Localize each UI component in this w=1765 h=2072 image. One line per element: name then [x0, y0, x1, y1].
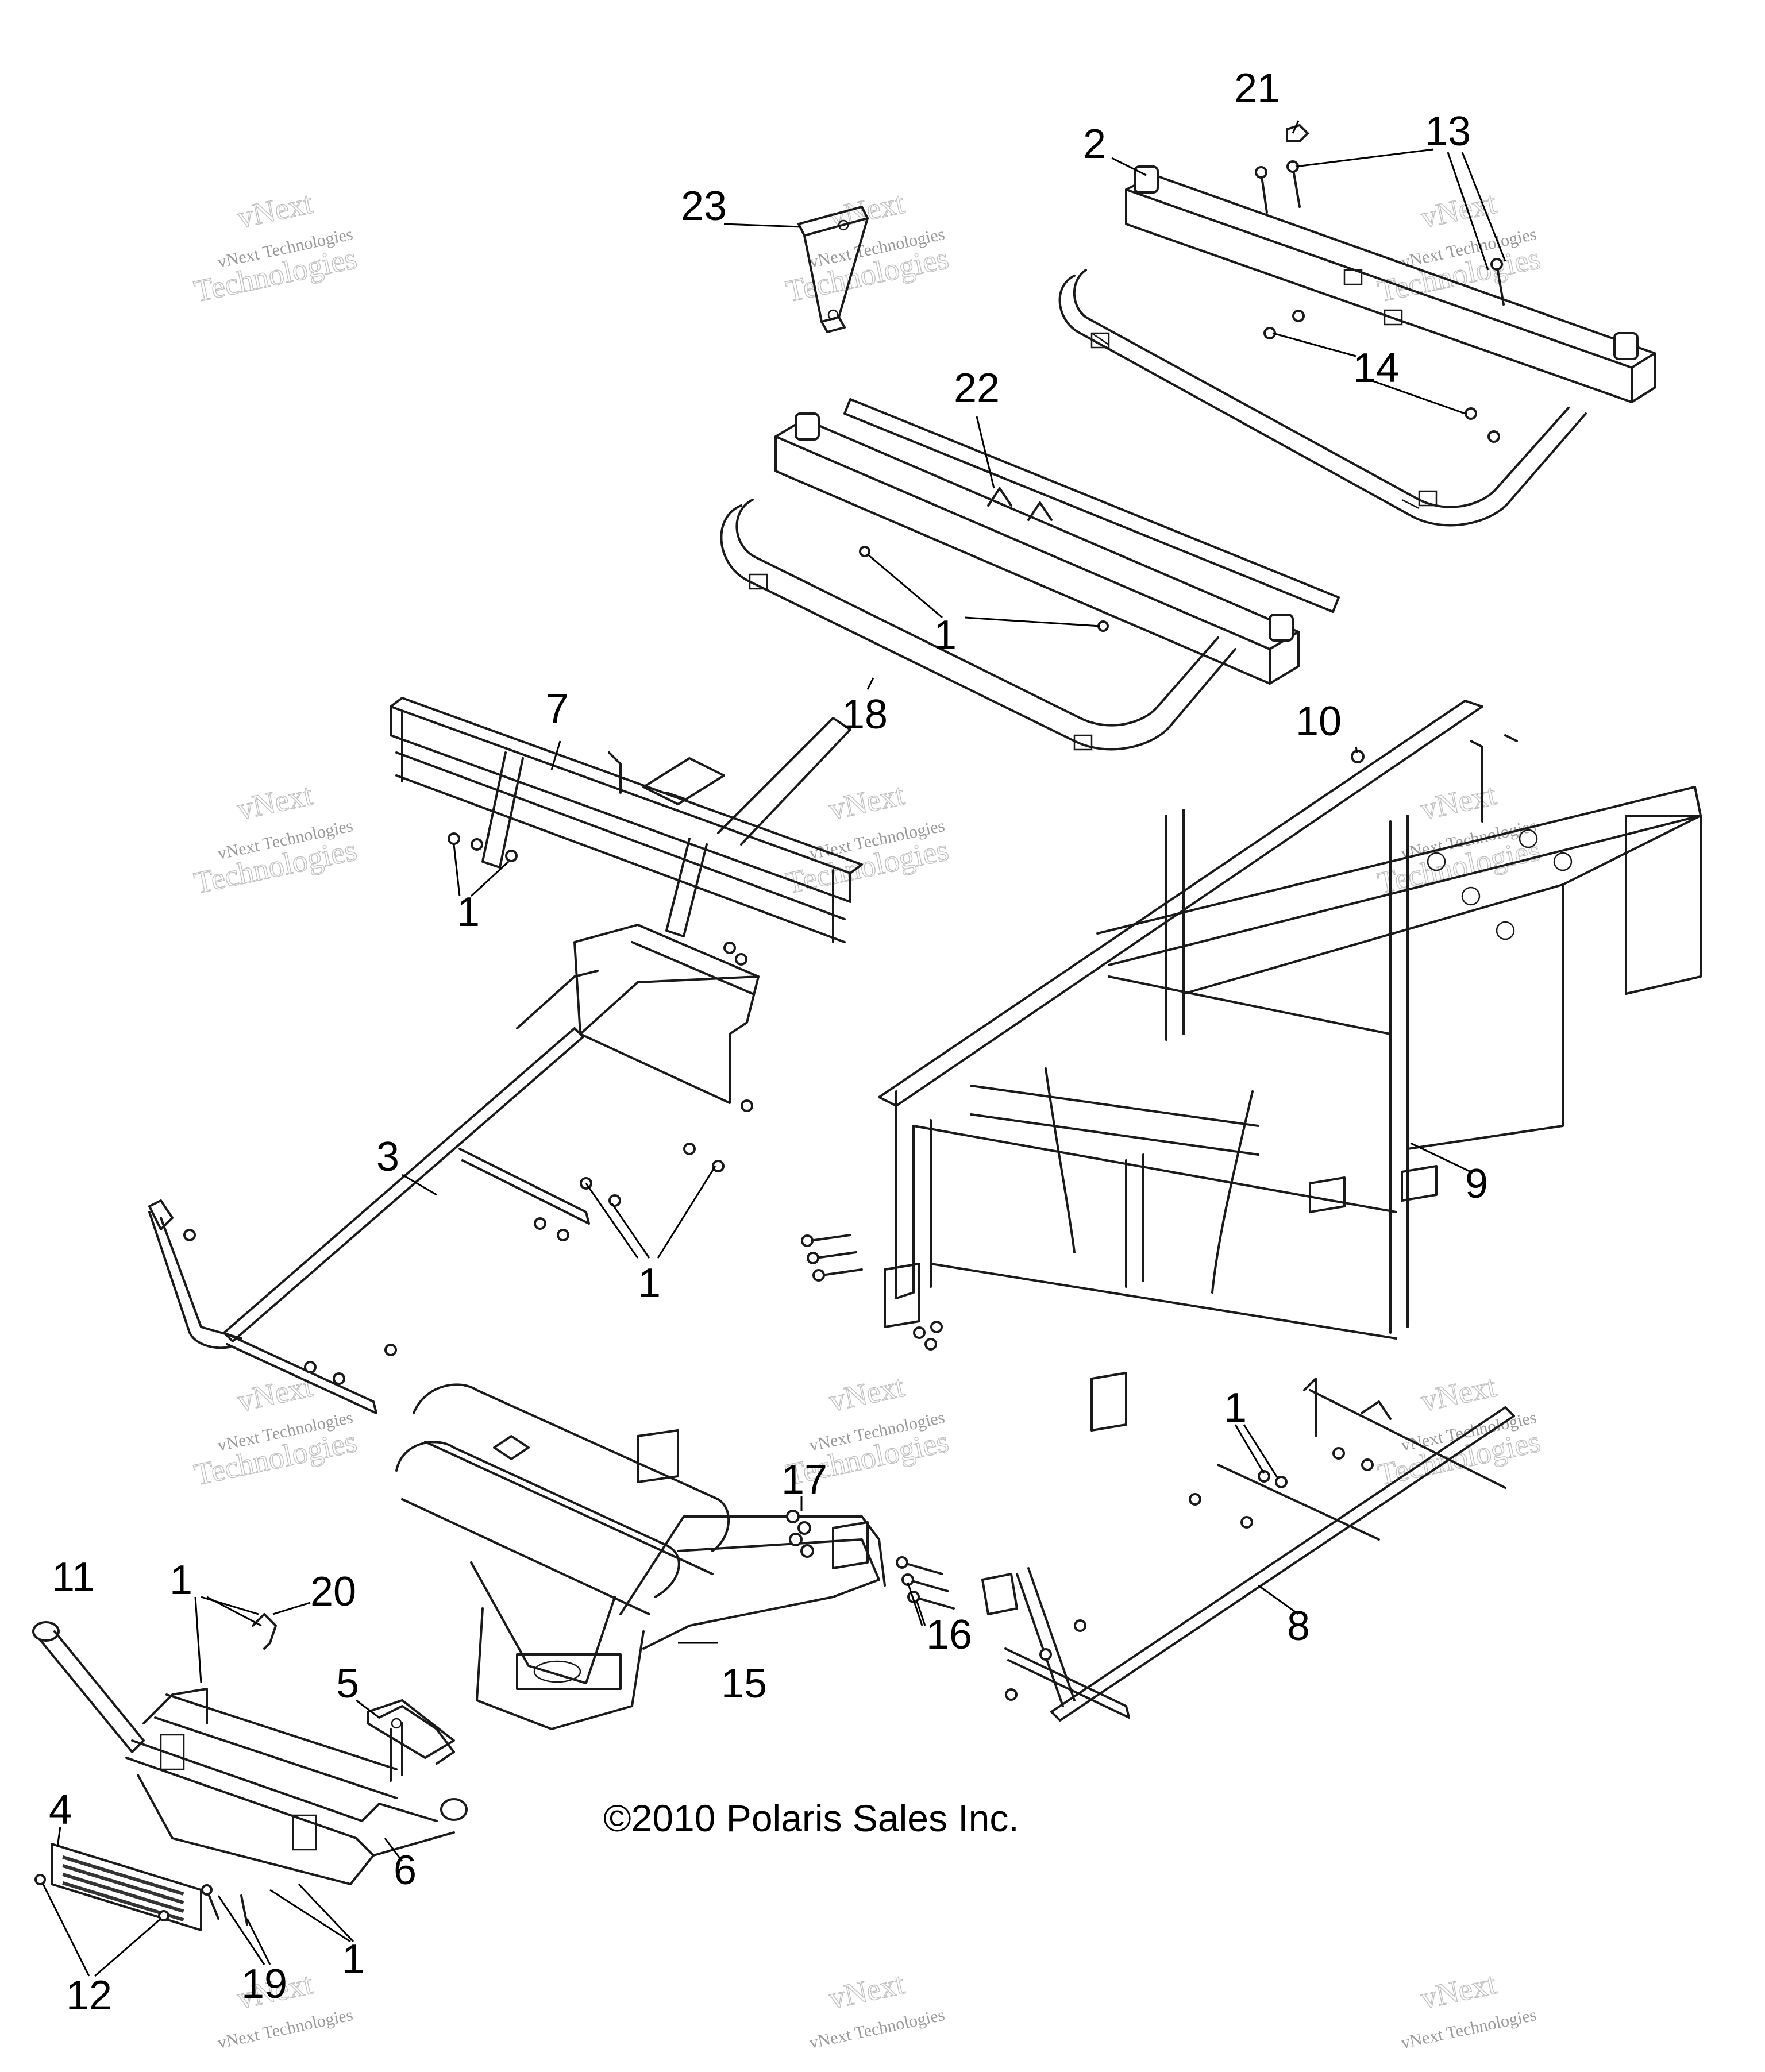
part-14-nuts — [1263, 310, 1500, 443]
svg-text:vNext Technologies: vNext Technologies — [1400, 2005, 1538, 2052]
part-8-side-rail — [981, 1378, 1515, 1722]
callout-7: 7 — [546, 686, 569, 732]
callout-1: 1 — [169, 1557, 192, 1603]
callout-1: 1 — [457, 889, 480, 935]
watermark: vNext vNext Technologies — [808, 1966, 946, 2052]
part-11-bumper-tube — [32, 1621, 145, 1753]
leader-lines — [42, 120, 1506, 1977]
callout-6: 6 — [394, 1847, 417, 1893]
callout-3: 3 — [376, 1134, 399, 1180]
callout-2: 2 — [1083, 121, 1106, 167]
connector-bolts — [801, 1234, 943, 1351]
part-9-main-frame — [878, 700, 1702, 1432]
watermarks: vNext vNext Technologies Technologies vN… — [191, 185, 1544, 2052]
part-5-bracket — [367, 1699, 455, 1765]
part-15-front-frame — [395, 1383, 886, 1730]
part-22-strip — [843, 398, 1340, 613]
callout-12: 12 — [66, 1973, 112, 2019]
callout-1: 1 — [342, 1936, 365, 1982]
part-20-fastener — [252, 1613, 277, 1650]
watermark: vNext vNext Technologies Technologies — [1374, 1368, 1544, 1492]
callout-20: 20 — [310, 1569, 356, 1615]
part-12-screws — [34, 1874, 169, 1921]
watermark: vNext vNext Technologies Technologies — [1374, 185, 1544, 309]
callout-labels: 21 13 2 23 14 22 1 18 7 10 1 3 9 1 1 17 … — [49, 65, 1488, 2019]
callout-14: 14 — [1353, 345, 1399, 391]
part-2-seat-base — [1058, 165, 1656, 527]
svg-text:vNext: vNext — [826, 777, 908, 827]
callout-5: 5 — [336, 1661, 359, 1707]
watermark: vNext vNext Technologies Technologies — [191, 185, 360, 309]
part-21-nut — [1286, 124, 1309, 142]
grille-slots — [62, 1855, 184, 1922]
part-18-seat-base — [720, 412, 1300, 751]
svg-text:vNext: vNext — [1418, 1966, 1500, 2016]
svg-text:vNext: vNext — [826, 1966, 908, 2016]
callout-17: 17 — [781, 1457, 827, 1503]
part-17-nuts — [786, 1510, 814, 1558]
svg-text:vNext: vNext — [1418, 1369, 1500, 1418]
svg-text:vNext Technologies: vNext Technologies — [216, 2005, 354, 2052]
part-4-grille — [51, 1843, 202, 1931]
callout-23: 23 — [681, 183, 727, 229]
watermark: vNext vNext Technologies Technologies — [1374, 777, 1544, 901]
callout-18: 18 — [842, 692, 888, 738]
callout-16: 16 — [926, 1612, 972, 1658]
callout-10: 10 — [1296, 699, 1342, 744]
watermark: vNext vNext Technologies Technologies — [191, 777, 360, 901]
svg-text:vNext Technologies: vNext Technologies — [808, 2005, 946, 2052]
callout-19: 19 — [241, 1961, 287, 2007]
callout-21: 21 — [1234, 65, 1280, 111]
watermark: vNext vNext Technologies — [1400, 1966, 1538, 2052]
part-7-seat-support — [390, 697, 863, 966]
callout-4: 4 — [49, 1787, 72, 1833]
callout-13: 13 — [1425, 109, 1471, 155]
watermark: vNext vNext Technologies Technologies — [783, 777, 952, 901]
part-13-bolts — [1255, 160, 1505, 306]
callout-1: 1 — [934, 612, 957, 658]
callout-22: 22 — [954, 365, 1000, 411]
callout-15: 15 — [721, 1661, 767, 1707]
part-19-clips — [201, 1884, 248, 1926]
callout-1: 1 — [1224, 1385, 1247, 1431]
callout-1: 1 — [638, 1260, 661, 1306]
part-16-bolts — [896, 1556, 955, 1610]
svg-text:vNext: vNext — [234, 777, 316, 827]
svg-text:vNext: vNext — [1418, 777, 1500, 827]
svg-text:vNext: vNext — [234, 1369, 316, 1418]
svg-text:vNext: vNext — [1418, 186, 1500, 235]
callout-9: 9 — [1465, 1161, 1488, 1207]
part-3-side-rail — [148, 924, 760, 1414]
part-6-front-bumper — [125, 1688, 468, 1885]
callout-11: 11 — [52, 1554, 95, 1600]
copyright-notice: ©2010 Polaris Sales Inc. — [603, 1797, 1019, 1839]
svg-text:vNext: vNext — [826, 1369, 908, 1418]
callout-8: 8 — [1287, 1603, 1310, 1649]
svg-text:vNext: vNext — [234, 186, 316, 235]
part-23-strap — [797, 206, 869, 333]
